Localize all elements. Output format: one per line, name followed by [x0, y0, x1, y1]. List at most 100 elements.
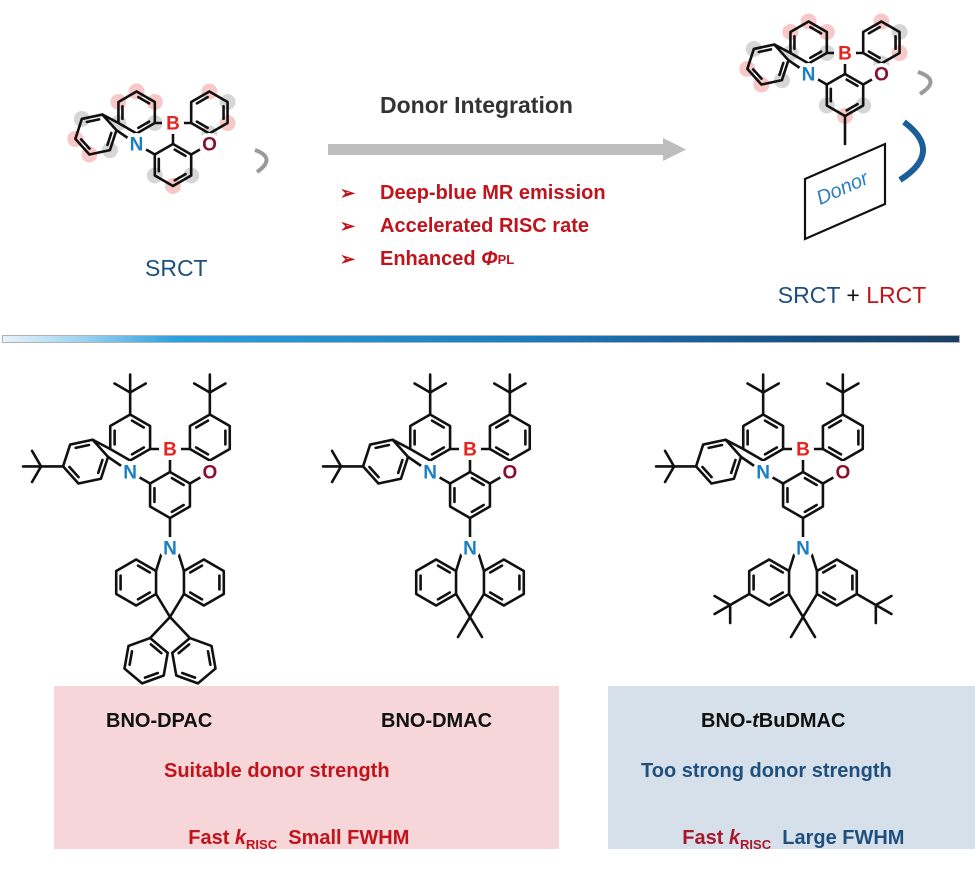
tbutyl-methyl: [665, 451, 674, 467]
nitrogen-atom: N: [756, 463, 770, 484]
double-bond: [709, 445, 722, 448]
arrow-bullet-icon: ➢: [340, 183, 380, 204]
boron-atom: B: [838, 44, 852, 65]
compound-name-dmac: BNO-DMAC: [381, 710, 492, 733]
tbutyl-methyl: [748, 384, 764, 393]
oxygen-atom: O: [836, 463, 851, 484]
properties-line: Fast kRISC Large FWHM: [660, 804, 904, 875]
summary-box-suitable: BNO-DPAC BNO-DMAC Suitable donor strengt…: [54, 686, 559, 849]
acridine-left-ring: [416, 560, 456, 606]
boron-atom: B: [163, 440, 177, 461]
bond: [456, 552, 462, 571]
tbutyl-methyl: [876, 605, 892, 614]
bond: [170, 617, 190, 638]
donor-strength-text: Suitable donor strength: [164, 760, 390, 783]
carbazole-ring: [110, 415, 150, 461]
tbutyl-methyl: [494, 384, 510, 393]
rotation-arrow-icon: [255, 150, 267, 172]
tbutyl-methyl: [715, 596, 731, 605]
title-suffix: BuDMAC: [759, 710, 846, 732]
tbutyl-methyl: [763, 384, 779, 393]
arrow-bullet-icon: ➢: [340, 216, 380, 237]
phenoxy-ring: [823, 415, 863, 461]
oxygen-atom: O: [874, 65, 889, 86]
compound-name-tbudmac: BNO-tBuDMAC: [701, 710, 845, 733]
charge-transfer-arrow-icon: [900, 122, 923, 180]
methyl-bond: [791, 617, 803, 637]
double-bond: [398, 460, 402, 473]
summary-box-too-strong: BNO-tBuDMAC Too strong donor strength Fa…: [608, 686, 975, 849]
tbutyl-methyl: [430, 384, 446, 393]
title-italic: t: [752, 710, 759, 732]
bond: [478, 552, 484, 571]
boron-atom: B: [166, 114, 180, 135]
acridine-right-ring: [817, 560, 857, 606]
bond: [178, 552, 184, 571]
srct-lrct-label: SRCT + LRCT: [765, 255, 926, 309]
oxygen-atom: O: [202, 135, 217, 156]
bond: [803, 594, 817, 617]
tbutyl-methyl: [665, 466, 674, 482]
benefit-text: Accelerated RISC rate: [380, 215, 589, 238]
bond: [150, 617, 170, 638]
nitrogen-atom: N: [796, 539, 810, 560]
bond: [156, 594, 170, 617]
fwhm-text: Small FWHM: [288, 827, 409, 849]
bond: [789, 552, 795, 571]
double-bond: [145, 673, 158, 678]
acridine-right-ring: [184, 560, 224, 606]
double-bond: [208, 651, 210, 664]
tbutyl-methyl: [194, 384, 210, 393]
double-bond: [76, 445, 89, 448]
tbutyl-bond: [730, 594, 749, 605]
tbutyl-methyl: [130, 384, 146, 393]
methyl-bond: [470, 617, 482, 637]
tbutyl-methyl: [510, 384, 526, 393]
srct-molecule: B N O: [0, 0, 300, 250]
srct-label: SRCT: [145, 255, 208, 282]
carbazole-ring: [743, 415, 783, 461]
double-bond: [98, 460, 102, 473]
acridine-left-ring: [749, 560, 789, 606]
lrct-text: LRCT: [866, 282, 926, 308]
phi-symbol: Φ: [481, 248, 497, 271]
tbutyl-methyl: [876, 596, 892, 605]
k-subscript: RISC: [740, 837, 771, 852]
boron-atom: B: [796, 440, 810, 461]
boron-atom: B: [463, 440, 477, 461]
k-symbol: k: [729, 827, 740, 849]
phi-subscript: PL: [498, 252, 515, 267]
fast-text: Fast: [188, 827, 235, 849]
nitrogen-atom: N: [123, 463, 137, 484]
nitrogen-atom: N: [463, 539, 477, 560]
title-prefix: BNO-: [701, 710, 752, 732]
tbutyl-methyl: [843, 384, 859, 393]
plus-text: +: [840, 282, 866, 308]
bond: [811, 552, 817, 571]
k-subscript: RISC: [246, 837, 277, 852]
double-bond: [731, 460, 735, 473]
methyl-bond: [803, 617, 815, 637]
donor-strength-text: Too strong donor strength: [641, 760, 892, 783]
properties-line: Fast kRISC Small FWHM: [166, 804, 409, 875]
bond: [456, 594, 470, 617]
bond: [470, 594, 484, 617]
nitrogen-atom: N: [130, 135, 144, 156]
bond: [170, 594, 184, 617]
acridine-left-ring: [116, 560, 156, 606]
acridine-right-ring: [484, 560, 524, 606]
donor-integration-arrow: [328, 138, 688, 162]
oxygen-atom: O: [203, 463, 218, 484]
methyl-bond: [458, 617, 470, 637]
tbutyl-methyl: [115, 384, 131, 393]
benefit-text: Enhanced: [380, 248, 481, 271]
compound-name-dpac: BNO-DPAC: [106, 710, 212, 733]
arrow-title: Donor Integration: [380, 92, 573, 119]
tbutyl-bond: [857, 594, 876, 605]
double-bond: [130, 651, 132, 664]
nitrogen-atom: N: [423, 463, 437, 484]
carbazole-ring: [410, 415, 450, 461]
